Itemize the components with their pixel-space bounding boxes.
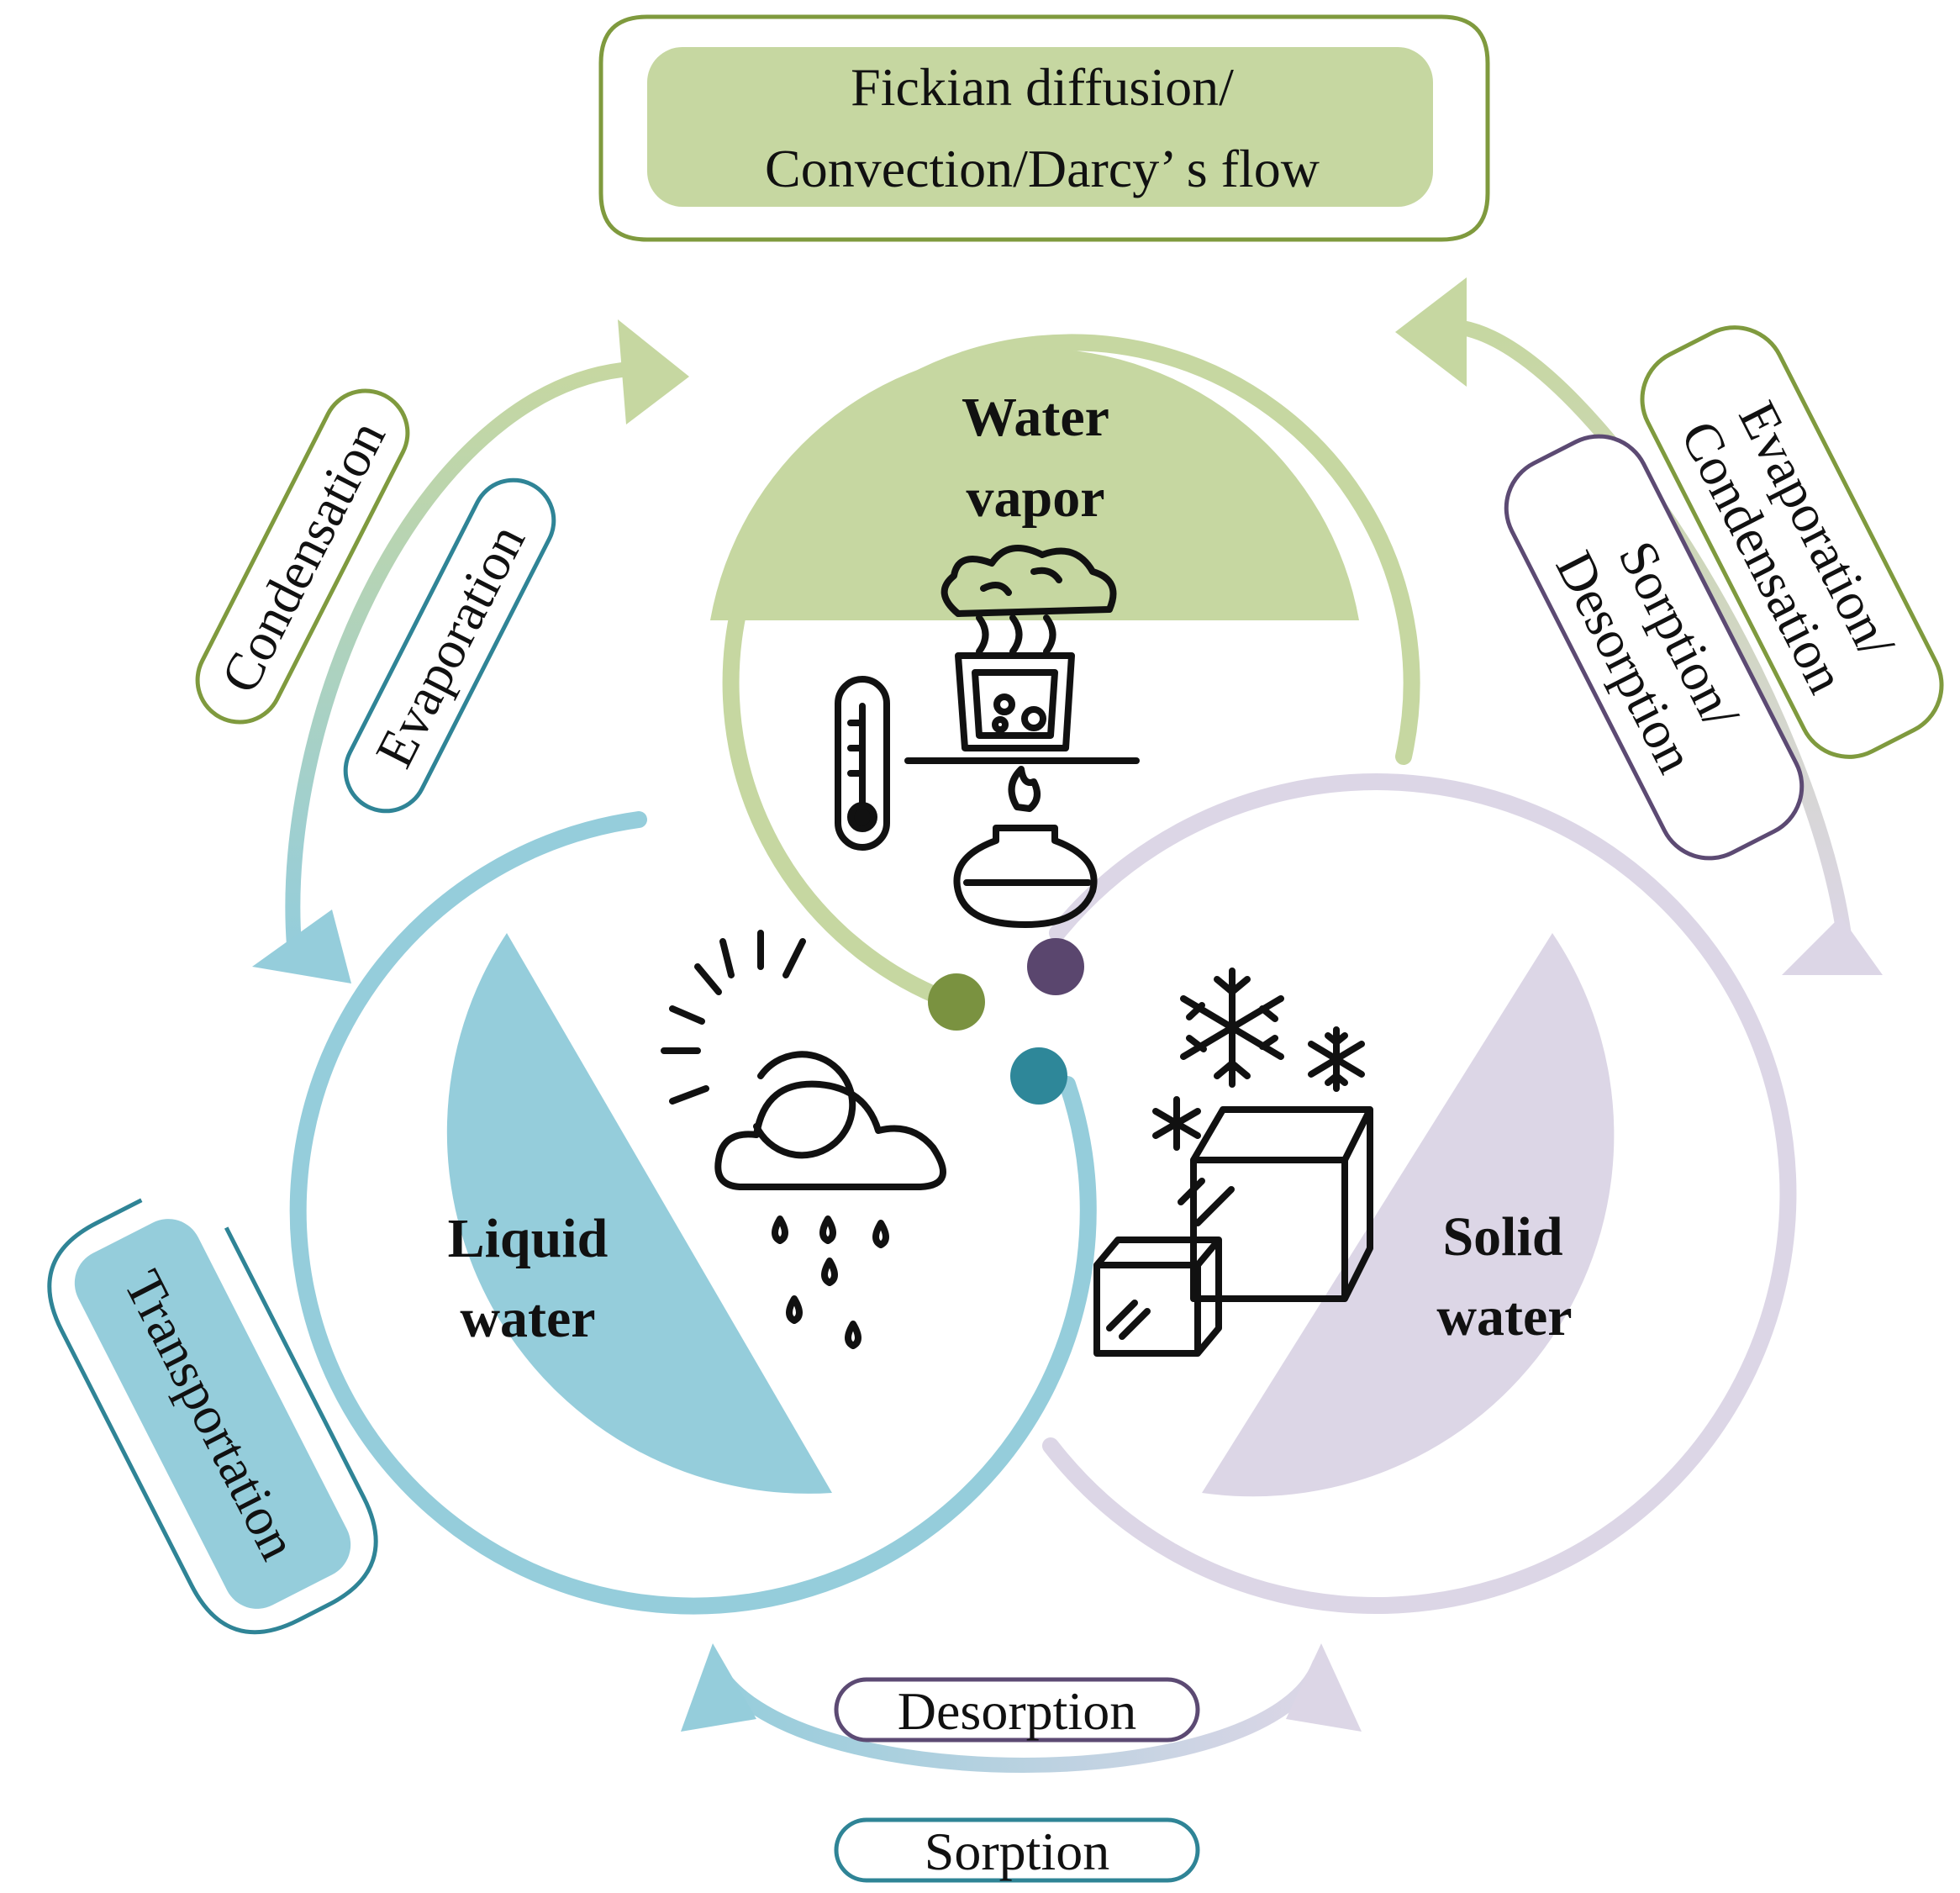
top-box-fill	[647, 47, 1433, 207]
cloud-icon	[940, 545, 1117, 617]
sorption-label: Sorption	[834, 1817, 1200, 1883]
right-arrowhead-bottom	[1782, 916, 1883, 975]
liquid-label-line1: Liquid	[448, 1208, 609, 1269]
transportation-outline	[47, 1198, 378, 1635]
transportation-label: Transportation	[47, 1198, 378, 1635]
top-process-line2: Convection/Darcy’ s flow	[765, 139, 1320, 198]
ice-cube-icon	[1093, 1237, 1222, 1357]
bottom-arrow	[681, 1643, 1362, 1773]
top-box-outline	[598, 14, 1490, 242]
left-arrow	[252, 319, 689, 983]
vapor-dot	[928, 973, 985, 1031]
liquid-ring: Liquid water	[289, 811, 1097, 1615]
solid-dot	[1027, 938, 1084, 995]
vapor-label-line1: Water	[962, 387, 1109, 448]
thermometer-bulb	[847, 802, 877, 832]
liquid-icon-group	[661, 930, 946, 1349]
vapor-half-disk	[710, 348, 1359, 620]
solid-half-disk	[1202, 933, 1615, 1497]
vapor-label-line2: vapor	[967, 467, 1105, 529]
raindrop-icon	[772, 1215, 889, 1349]
burner-icon	[953, 825, 1098, 928]
bubble-icon	[1021, 706, 1046, 731]
solid-label-line1: Solid	[1442, 1206, 1562, 1268]
rain-cloud-icon	[714, 1080, 946, 1190]
top-process-box: Fickian diffusion/ Convection/Darcy’ s f…	[598, 14, 1490, 242]
top-process-line1: Fickian diffusion/	[851, 57, 1234, 117]
snowflake-icon	[1152, 1096, 1201, 1151]
left-arrowhead-top	[618, 319, 689, 424]
right-arrowhead-top	[1395, 277, 1467, 387]
sun-icon	[661, 930, 856, 1159]
snowflake-icon	[1308, 1026, 1365, 1092]
ice-cube-icon	[1178, 1106, 1373, 1302]
snowflake-icon	[1180, 968, 1284, 1088]
condensation-text: Condensation	[209, 411, 397, 702]
desorption-text: Desorption	[898, 1681, 1136, 1741]
thermometer-scale	[847, 703, 866, 810]
evaporation-condensation-label: Evaporation/ Condensation	[1640, 325, 1944, 759]
left-arrowhead-bottom	[252, 910, 351, 983]
solid-icon-group	[1093, 968, 1373, 1357]
transportation-fill	[74, 1219, 351, 1609]
beaker-icon	[955, 652, 1075, 751]
liquid-dot	[1010, 1047, 1067, 1105]
bubble-icon	[993, 693, 1015, 715]
vapor-ring: Water vapor	[710, 334, 1420, 1009]
vapor-icon-group	[835, 545, 1140, 928]
bottom-arrowhead-left	[681, 1643, 756, 1732]
sorption-text: Sorption	[925, 1822, 1109, 1881]
steam-icon	[976, 614, 1056, 655]
solid-ring: Solid water	[1042, 773, 1797, 1614]
bottom-arrowhead-right	[1286, 1643, 1362, 1732]
liquid-half-disk	[446, 933, 832, 1494]
flame-icon	[1008, 766, 1041, 812]
liquid-label-line2: water	[460, 1288, 595, 1349]
desorption-label: Desorption	[834, 1677, 1200, 1743]
bubble-icon	[992, 716, 1009, 733]
thermometer-icon	[835, 676, 890, 851]
solid-label-line2: water	[1436, 1286, 1572, 1347]
